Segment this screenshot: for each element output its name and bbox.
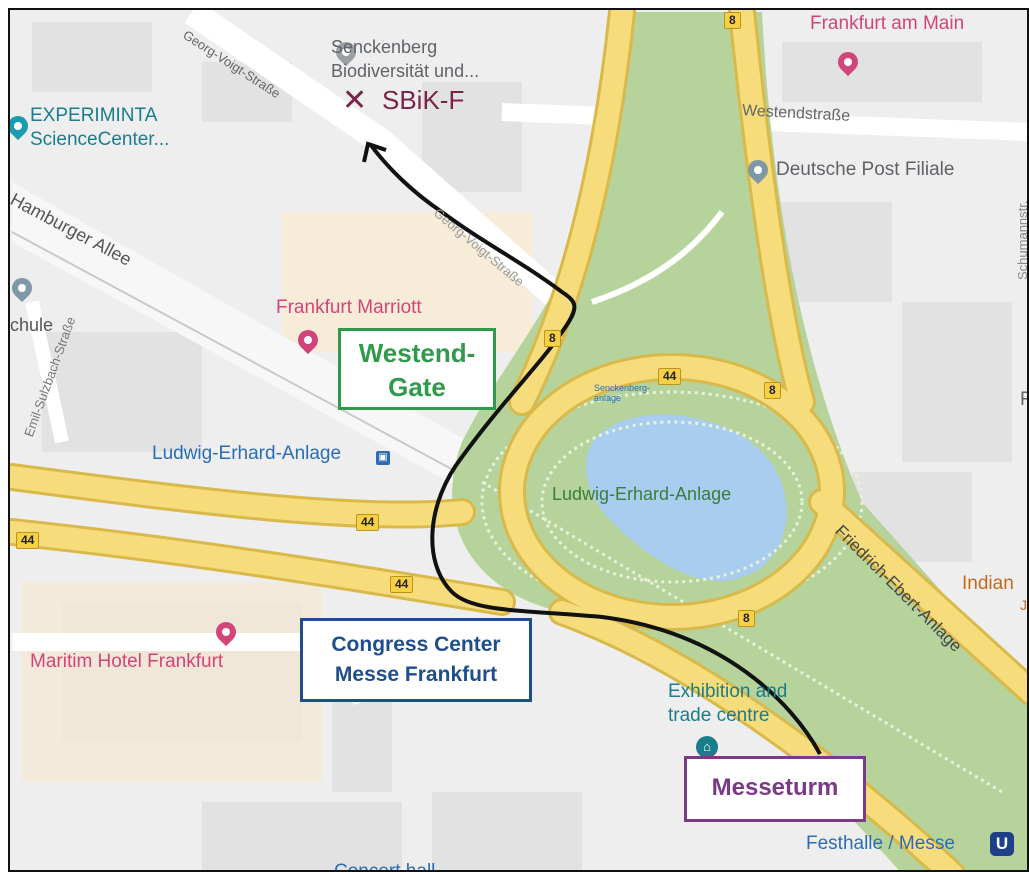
schumann-label: Schumannstr. [1015, 200, 1029, 281]
u-bahn-icon: U [990, 832, 1014, 856]
senckenberganlage-label-line1: Senckenberg- [594, 383, 651, 393]
building-block [202, 802, 402, 870]
building-block [782, 42, 982, 102]
congress-center-line1: Congress Center [331, 633, 501, 656]
route-shield-44: 44 [390, 576, 414, 593]
ludwig-erhard-anlage-stop-label: Ludwig-Erhard-Anlage [152, 443, 342, 464]
building-block [32, 22, 152, 92]
building-block [902, 302, 1012, 462]
festhalle-label: Festhalle / Messe [806, 833, 955, 854]
route-shield-8: 8 [764, 382, 781, 399]
train-icon: ▣ [376, 451, 390, 465]
emil-sulzbach-road [25, 300, 69, 444]
route-shield-44: 44 [356, 514, 380, 531]
frankfurt-am-main-label: Frankfurt am Main [810, 13, 965, 34]
cross-mark-icon: ✕ [342, 84, 368, 117]
map-canvas[interactable] [10, 10, 1029, 872]
lake [585, 414, 787, 581]
route-arrowhead [362, 141, 387, 163]
building-block [332, 702, 392, 792]
building-block [42, 332, 202, 452]
route-shield-44: 44 [658, 368, 682, 385]
maritim-label: Maritim Hotel Frankfurt [30, 651, 224, 672]
building-block [422, 82, 522, 192]
senckenberg-label-line2: Biodiversität und... [331, 61, 480, 81]
messeturm-callout: Messeturm [684, 756, 866, 822]
exhibition-label-line2: trade centre [668, 705, 770, 726]
map-frame: ▣ ⌂ U Frankfurt am Main Senckenberg Biod… [8, 8, 1029, 872]
maritim-area [22, 582, 322, 782]
westend-gate-callout: Westend- Gate [338, 328, 496, 410]
schule-label: chule [10, 315, 54, 335]
hamburger-allee-road [12, 182, 522, 522]
experiminta-label-line2: ScienceCenter... [30, 129, 170, 150]
route-shield-44: 44 [16, 532, 40, 549]
senckenberganlage-label-line2: anlage [594, 393, 622, 403]
ludwig-erhard-anlage-park-label: Ludwig-Erhard-Anlage [552, 484, 732, 504]
sbik-f-label: SBiK-F [382, 85, 465, 115]
senckenberg-label-line1: Senckenberg [331, 37, 438, 57]
indian-sub-label: J [1020, 597, 1027, 613]
experiminta-label-line1: EXPERIMINTA [30, 105, 158, 126]
deutsche-post-label: Deutsche Post Filiale [776, 159, 955, 180]
indian-label: Indian [962, 573, 1014, 594]
route-shield-8: 8 [738, 610, 755, 627]
train-icon: ⌂ [696, 736, 718, 758]
concert-hall-label: Concert hall [334, 861, 436, 872]
georg-voigt-road [184, 10, 571, 312]
congress-center-callout: Congress Center Messe Frankfurt [300, 618, 532, 702]
exhibition-label-line1: Exhibition and [668, 681, 788, 702]
park-path-white [591, 210, 725, 305]
building-block [432, 792, 582, 870]
westend-gate-line2: Gate [388, 372, 446, 402]
westend-gate-line1: Westend- [358, 338, 476, 368]
road-fills [10, 10, 1027, 870]
messeturm-label: Messeturm [711, 774, 839, 801]
frankfurt-marriott-label: Frankfurt Marriott [276, 297, 422, 318]
route-shield-8: 8 [724, 12, 741, 29]
walking-route-line [368, 142, 822, 755]
route-shield-8: 8 [544, 330, 561, 347]
rail-track [11, 231, 523, 508]
edge-r-label: R [1020, 389, 1027, 411]
congress-center-line2: Messe Frankfurt [334, 663, 498, 686]
